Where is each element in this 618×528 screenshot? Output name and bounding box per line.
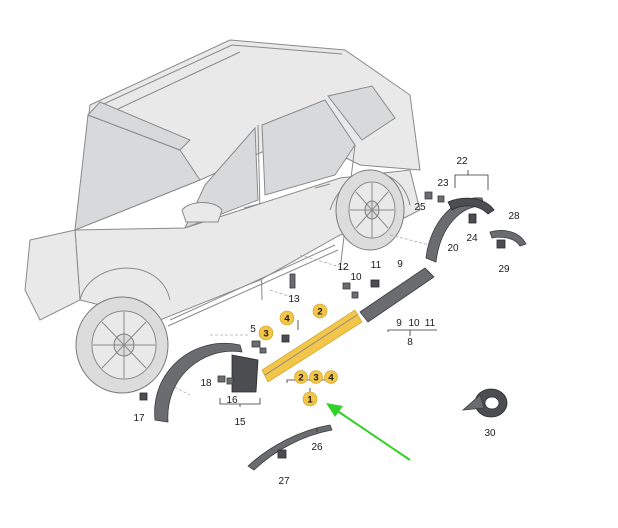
callout-23[interactable]: 23: [437, 178, 449, 189]
svg-text:2: 2: [317, 307, 322, 318]
callout-12[interactable]: 12: [337, 262, 349, 273]
callout-2[interactable]: 2: [312, 303, 328, 319]
vehicle-illustration: [24, 39, 421, 394]
rear-door-trim-8: [359, 267, 435, 323]
callout-10[interactable]: 10: [350, 272, 362, 283]
callout-20[interactable]: 20: [447, 243, 459, 254]
part-30-tape-roll: [461, 388, 508, 418]
callout-9[interactable]: 9: [397, 259, 403, 270]
sub-label-9: 9: [396, 318, 402, 329]
callout-4[interactable]: 4: [279, 310, 295, 326]
part-28-strip: [489, 230, 527, 247]
guide-lines: [169, 234, 431, 396]
callout-18[interactable]: 18: [200, 378, 212, 389]
svg-text:3: 3: [263, 329, 268, 340]
front-arch-end-piece: [231, 354, 259, 393]
callout-11[interactable]: 11: [371, 260, 382, 271]
callout-25[interactable]: 25: [414, 202, 426, 213]
callout-29[interactable]: 29: [498, 264, 510, 275]
sub-label-4: 4: [328, 373, 334, 384]
callout-24[interactable]: 24: [466, 233, 478, 244]
callout-8[interactable]: 8: [407, 337, 413, 348]
callout-26[interactable]: 26: [311, 442, 323, 453]
callout-5[interactable]: 5: [250, 324, 256, 335]
part-26-strip: [247, 424, 333, 471]
callout-16[interactable]: 16: [226, 395, 238, 406]
callout-22[interactable]: 22: [456, 156, 468, 167]
callout-13[interactable]: 13: [288, 294, 300, 305]
front-arch-trim: [154, 343, 243, 423]
fasteners: [139, 191, 506, 459]
callout-15[interactable]: 15: [234, 417, 246, 428]
callout-28[interactable]: 28: [508, 211, 520, 222]
callout-3[interactable]: 3: [258, 325, 274, 341]
callout-group-1-sub: 2 3 4: [294, 370, 338, 384]
sub-label-10: 10: [408, 318, 420, 329]
callout-1[interactable]: 1: [302, 391, 318, 407]
callout-labels: 1 2 3 4 2 3 4 5 8 9 10 11 12 13 15: [133, 156, 520, 487]
callout-17[interactable]: 17: [133, 413, 145, 424]
sub-label-11: 11: [425, 318, 436, 329]
callout-30[interactable]: 30: [484, 428, 496, 439]
callout-27[interactable]: 27: [278, 476, 290, 487]
sill-trim-1: [261, 309, 363, 383]
part-22-arch: [447, 197, 495, 215]
svg-text:4: 4: [284, 314, 290, 325]
sub-label-3: 3: [313, 373, 318, 384]
svg-text:1: 1: [307, 395, 313, 406]
pointer-arrow: [326, 403, 411, 461]
sub-label-2: 2: [298, 373, 303, 384]
